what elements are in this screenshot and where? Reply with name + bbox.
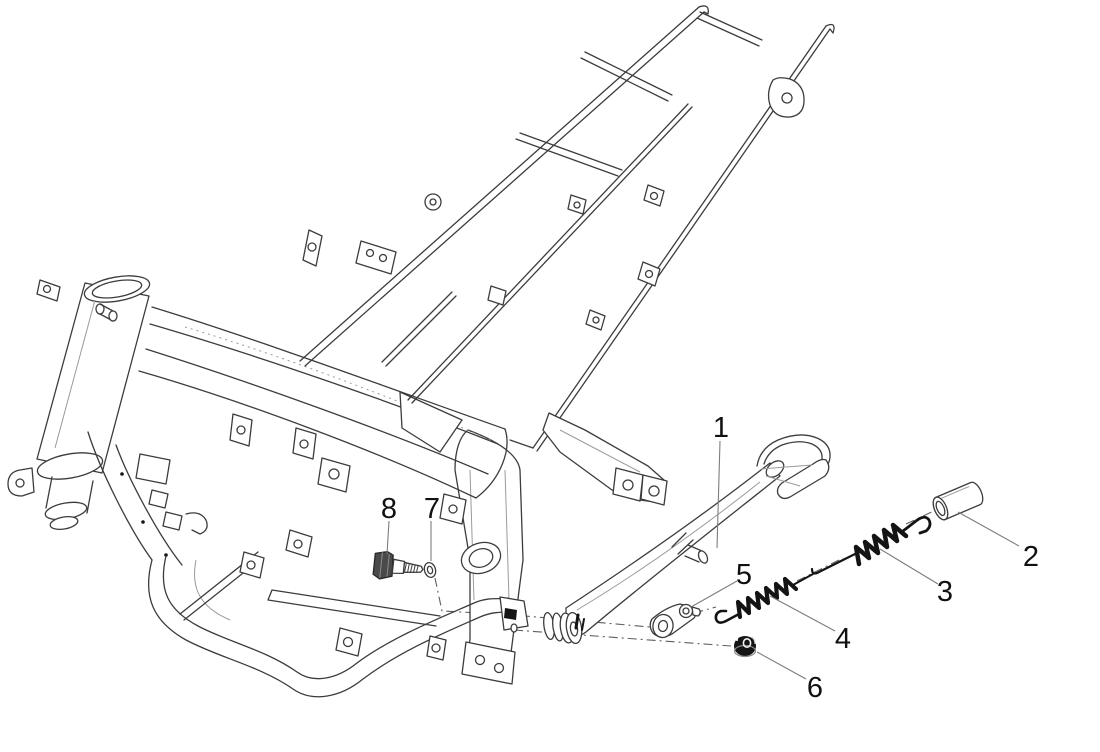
cable-clip xyxy=(148,489,169,509)
subframe-clip xyxy=(487,285,507,306)
spring-peg xyxy=(697,550,709,564)
callout-leader-lines xyxy=(386,440,1020,680)
side-stand-leg xyxy=(543,434,831,645)
swingarm-pivot-bore xyxy=(460,541,502,575)
callout-2-label[interactable]: 2 xyxy=(1023,541,1039,573)
washer xyxy=(423,561,437,579)
head-tube xyxy=(7,275,151,531)
leader-3 xyxy=(879,548,939,585)
subframe-brace-tube xyxy=(407,103,693,404)
stand-switch-stud xyxy=(504,608,517,620)
hook-clip xyxy=(185,512,208,535)
pivot-bolt xyxy=(372,550,424,580)
side-stand-frame-bracket xyxy=(499,412,668,633)
frame-gusset xyxy=(399,391,463,453)
lower-mount-plate xyxy=(461,641,516,685)
flange-nut xyxy=(733,633,757,658)
spring-axis-centerline xyxy=(796,557,844,582)
motorcycle-frame-drawing xyxy=(7,5,835,698)
pivot-bushing xyxy=(932,481,984,521)
subframe-cross-tube xyxy=(580,51,673,102)
nut-axis-centerline xyxy=(513,629,732,647)
leader-4 xyxy=(769,595,836,632)
swingarm-pivot-plate xyxy=(454,429,524,685)
rear-subframe xyxy=(299,5,835,453)
stand-foot xyxy=(756,434,831,500)
leader-5 xyxy=(690,580,738,608)
subframe-cross-tube xyxy=(515,132,623,177)
callout-7-label[interactable]: 7 xyxy=(424,493,440,525)
bushing-axis-centerline xyxy=(905,509,937,525)
outer-spring xyxy=(810,515,932,575)
two-hole-bracket xyxy=(355,240,397,275)
link-small-eye xyxy=(678,603,694,619)
callout-4-label[interactable]: 4 xyxy=(835,623,851,655)
subframe-cross-tube xyxy=(696,11,763,47)
downtube-bracket xyxy=(135,453,171,485)
inner-spring xyxy=(714,573,814,624)
callout-8-label[interactable]: 8 xyxy=(381,493,397,525)
stand-pivot-boss xyxy=(543,611,585,645)
stand-link xyxy=(649,603,701,639)
seat-strut xyxy=(381,291,457,367)
leader-8 xyxy=(386,520,390,555)
link-big-eye xyxy=(652,613,674,639)
callout-labels: 1 2 3 4 5 6 7 8 xyxy=(381,412,1039,704)
lug-hole xyxy=(510,623,518,633)
callout-1-label[interactable]: 1 xyxy=(713,412,729,444)
main-spar xyxy=(138,306,508,525)
leader-1 xyxy=(716,440,721,549)
callout-6-label[interactable]: 6 xyxy=(807,672,823,704)
cable-clip xyxy=(162,511,183,531)
callout-3-label[interactable]: 3 xyxy=(937,576,953,608)
leader-2 xyxy=(957,511,1020,547)
callout-5-label[interactable]: 5 xyxy=(736,559,752,591)
leader-6 xyxy=(756,651,807,680)
engine-cradle xyxy=(87,431,521,698)
cradle-beam xyxy=(267,589,441,627)
